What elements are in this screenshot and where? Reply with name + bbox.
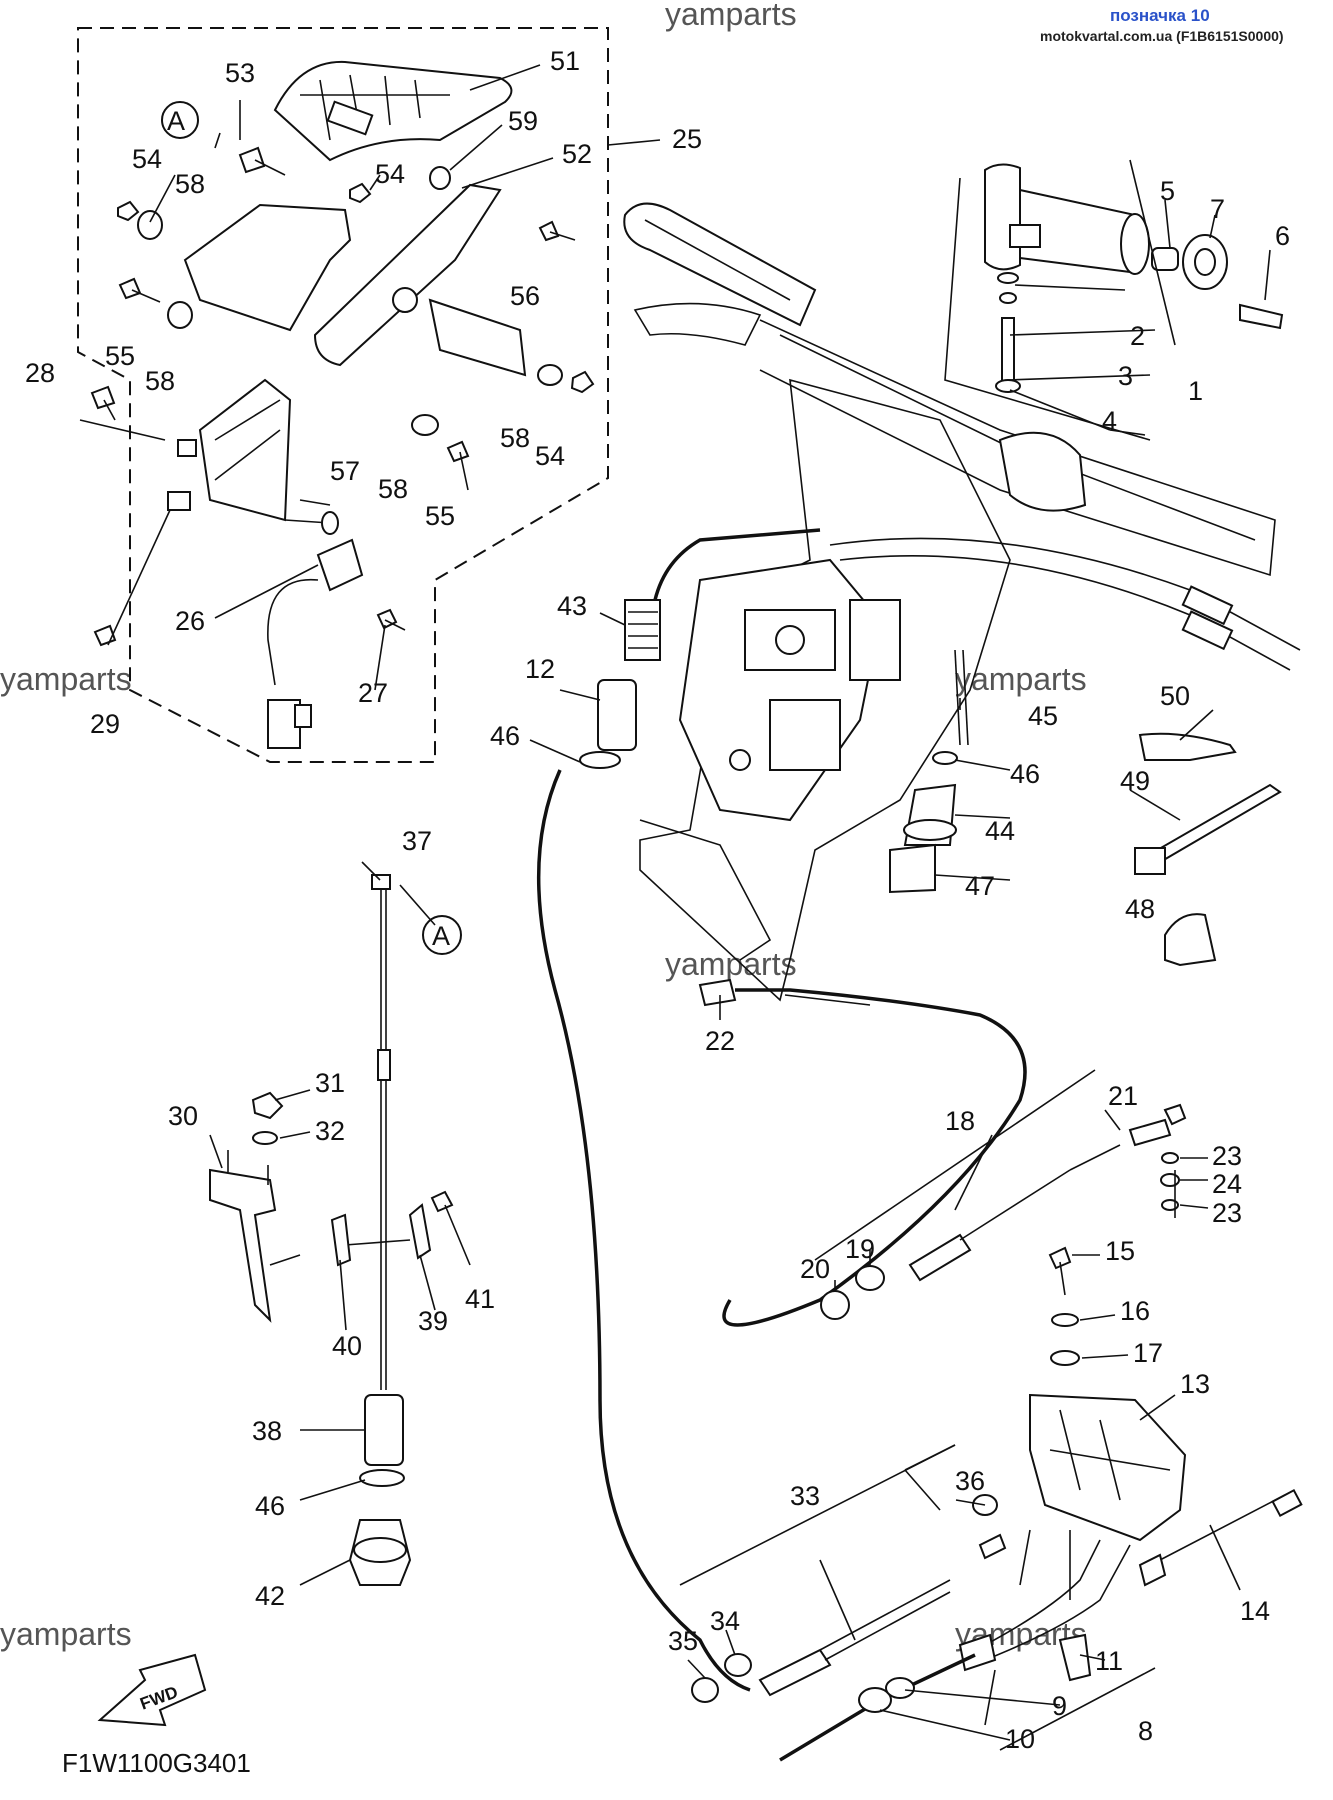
- part-label-43: 43: [557, 591, 587, 621]
- part-label-34: 34: [710, 1606, 740, 1636]
- part-label-41: 41: [465, 1284, 495, 1314]
- part-label-21: 21: [1108, 1081, 1138, 1111]
- watermark-left: yamparts: [0, 661, 132, 697]
- steering-assembly: [623, 202, 1301, 1002]
- right-small-parts: [889, 649, 1282, 967]
- part-label-47: 47: [965, 871, 995, 901]
- part-label-12: 12: [525, 654, 555, 684]
- part-label-20: 20: [800, 1254, 830, 1284]
- watermark-bottom-left: yamparts: [0, 1616, 132, 1652]
- part-label-56: 56: [510, 281, 540, 311]
- part-label-28: 28: [25, 358, 55, 388]
- part-label-58d: 58: [378, 474, 408, 504]
- part-label-58a: 58: [175, 169, 205, 199]
- part-label-58c: 58: [500, 423, 530, 453]
- part-label-3: 3: [1118, 361, 1133, 391]
- ref-mark-a-bottom: A: [432, 921, 450, 951]
- part-label-9: 9: [1052, 1691, 1067, 1721]
- part-label-31: 31: [315, 1068, 345, 1098]
- part-label-40: 40: [332, 1331, 362, 1361]
- part-label-11: 11: [1095, 1646, 1123, 1676]
- part-label-2: 2: [1130, 321, 1145, 351]
- shift-linkage: A: [209, 874, 462, 1586]
- part-label-55a: 55: [105, 341, 135, 371]
- part-label-35: 35: [668, 1626, 698, 1656]
- part-label-45: 45: [1028, 701, 1058, 731]
- throttle-grip-assembly: [944, 159, 1284, 441]
- part-label-29: 29: [90, 709, 120, 739]
- part-label-38: 38: [252, 1416, 282, 1446]
- part-label-26: 26: [175, 606, 205, 636]
- part-label-7: 7: [1210, 194, 1225, 224]
- part-label-52: 52: [562, 139, 592, 169]
- part-label-19: 19: [845, 1234, 875, 1264]
- part-label-42: 42: [255, 1581, 285, 1611]
- part-label-54a: 54: [132, 144, 162, 174]
- part-label-57: 57: [330, 456, 360, 486]
- part-label-54c: 54: [535, 441, 565, 471]
- part-label-48: 48: [1125, 894, 1155, 924]
- part-label-10: 10: [1005, 1724, 1035, 1754]
- shift-cable-upper: [536, 528, 821, 1692]
- watermark-top: yamparts: [665, 0, 797, 32]
- fwd-arrow: FWD: [97, 1653, 207, 1727]
- part-label-46b: 46: [1010, 759, 1040, 789]
- ref-mark-a-top: A: [167, 106, 185, 136]
- part-label-6: 6: [1275, 221, 1290, 251]
- part-label-49: 49: [1120, 766, 1150, 796]
- watermark-right: yamparts: [955, 661, 1087, 697]
- part-label-1: 1: [1188, 376, 1203, 406]
- part-label-22: 22: [705, 1026, 735, 1056]
- assembly-25-dashed-box: [77, 27, 609, 763]
- part-label-5: 5: [1160, 176, 1175, 206]
- header-site: motokvartal.com.ua (F1B6151S0000): [1040, 28, 1284, 44]
- part-label-44: 44: [985, 816, 1015, 846]
- part-label-15: 15: [1105, 1236, 1135, 1266]
- diagram-code: F1W1100G3401: [62, 1748, 251, 1778]
- header-title: позначка 10: [1110, 6, 1210, 25]
- part-label-36: 36: [955, 1466, 985, 1496]
- part-label-24: 24: [1212, 1169, 1242, 1199]
- part-label-53: 53: [225, 58, 255, 88]
- part-label-39: 39: [418, 1306, 448, 1336]
- throttle-cable: [698, 978, 1187, 1327]
- part-label-37: 37: [402, 826, 432, 856]
- part-label-17: 17: [1133, 1338, 1163, 1368]
- part-label-50: 50: [1160, 681, 1190, 711]
- watermark-center: yamparts: [665, 946, 797, 982]
- watermarks: yamparts yamparts yamparts yamparts yamp…: [0, 0, 1087, 1652]
- lower-cables: [679, 1246, 1303, 1762]
- part-label-27: 27: [358, 678, 388, 708]
- part-label-59: 59: [508, 106, 538, 136]
- part-label-25: 25: [672, 124, 702, 154]
- part-labels: 1 2 3 4 5 6 7 8 9 10 11 12 13 14 15 16 1…: [25, 46, 1290, 1754]
- dimension-brackets: [904, 1170, 1176, 1751]
- part-label-4: 4: [1102, 406, 1117, 436]
- part-label-18: 18: [945, 1106, 975, 1136]
- remote-control-bracket: A: [90, 60, 595, 749]
- part-label-14: 14: [1240, 1596, 1270, 1626]
- part-label-16: 16: [1120, 1296, 1150, 1326]
- part-label-54b: 54: [375, 159, 405, 189]
- part-label-46c: 46: [255, 1491, 285, 1521]
- part-label-51: 51: [550, 46, 580, 76]
- part-label-8: 8: [1138, 1716, 1153, 1746]
- part-label-58b: 58: [145, 366, 175, 396]
- part-label-13: 13: [1180, 1369, 1210, 1399]
- part-label-33: 33: [790, 1481, 820, 1511]
- part-label-23b: 23: [1212, 1198, 1242, 1228]
- part-label-46a: 46: [490, 721, 520, 751]
- leader-lines: [79, 64, 1271, 1741]
- part-label-55b: 55: [425, 501, 455, 531]
- part-label-30: 30: [168, 1101, 198, 1131]
- part-label-23a: 23: [1212, 1141, 1242, 1171]
- part-label-32: 32: [315, 1116, 345, 1146]
